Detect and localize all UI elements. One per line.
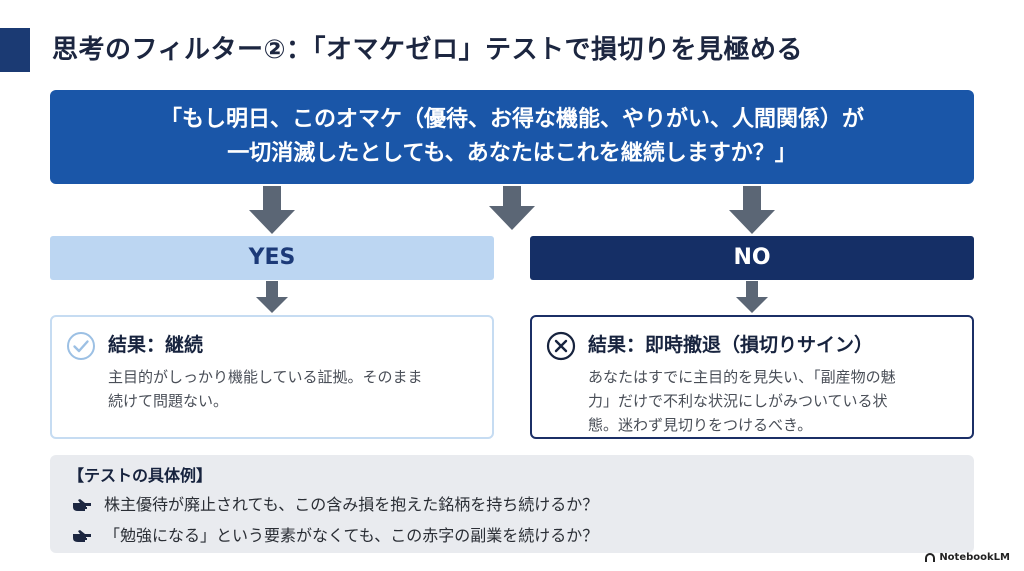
result-no-title: 結果：即時撤退（損切りサイン）: [588, 334, 874, 356]
question-line-1: 「もし明日、このオマケ（優待、お得な機能、やりがい、人間関係）が: [159, 107, 864, 132]
arrow-down-icon: [736, 281, 768, 313]
watermark-text: NotebookLM: [939, 552, 1010, 563]
question-box: 「もし明日、このオマケ（優待、お得な機能、やりがい、人間関係）が 一切消滅したと…: [50, 90, 974, 184]
yes-branch-label: YES: [50, 236, 494, 280]
x-circle-icon: [546, 331, 576, 361]
arrow-down-icon: [249, 186, 295, 234]
list-item: 「勉強になる」という要素がなくても、この赤字の副業を続けるか？: [72, 520, 952, 551]
example-item-text: 「勉強になる」という要素がなくても、この赤字の副業を続けるか？: [104, 526, 599, 545]
pointing-hand-icon: [73, 498, 91, 511]
example-item-text: 株主優待が廃止されても、この含み損を抱えた銘柄を持ち続けるか？: [104, 495, 599, 514]
result-yes-text-line-2: 続けて問題ない。: [108, 392, 229, 410]
notebooklm-logo-icon: [925, 553, 936, 562]
list-item: 株主優待が廃止されても、この含み損を抱えた銘柄を持ち続けるか？: [72, 489, 952, 520]
pointing-hand-icon: [73, 529, 91, 542]
examples-box: 【テストの具体例】 株主優待が廃止されても、この含み損を抱えた銘柄を持ち続けるか…: [50, 455, 974, 553]
check-circle-icon: [67, 332, 95, 360]
no-branch-label: NO: [530, 236, 974, 280]
notebooklm-watermark: NotebookLM: [924, 552, 1010, 563]
result-yes-card: 結果：継続 主目的がしっかり機能している証拠。そのまま 続けて問題ない。: [50, 315, 494, 439]
result-yes-title: 結果：継続: [108, 334, 204, 356]
page-title: 思考のフィルター②：「オマケゼロ」テストで損切りを見極める: [52, 35, 803, 65]
title-accent-bar: [0, 28, 30, 72]
result-no-card: 結果：即時撤退（損切りサイン） あなたはすでに主目的を見失い、「副産物の魅 力」…: [530, 315, 974, 439]
result-no-text-line-2: 力」だけで不利な状況にしがみついている状: [588, 392, 888, 410]
arrow-down-icon: [489, 186, 535, 230]
result-no-text-line-3: 態。迷わず見切りをつけるべき。: [588, 416, 813, 434]
question-line-2: 一切消滅したとしても、あなたはこれを継続しますか？」: [227, 141, 797, 166]
arrow-down-icon: [256, 281, 288, 313]
result-yes-text-line-1: 主目的がしっかり機能している証拠。そのまま: [108, 368, 423, 386]
arrow-down-icon: [729, 186, 775, 234]
result-no-text-line-1: あなたはすでに主目的を見失い、「副産物の魅: [588, 368, 896, 386]
examples-title: 【テストの具体例】: [68, 466, 213, 485]
